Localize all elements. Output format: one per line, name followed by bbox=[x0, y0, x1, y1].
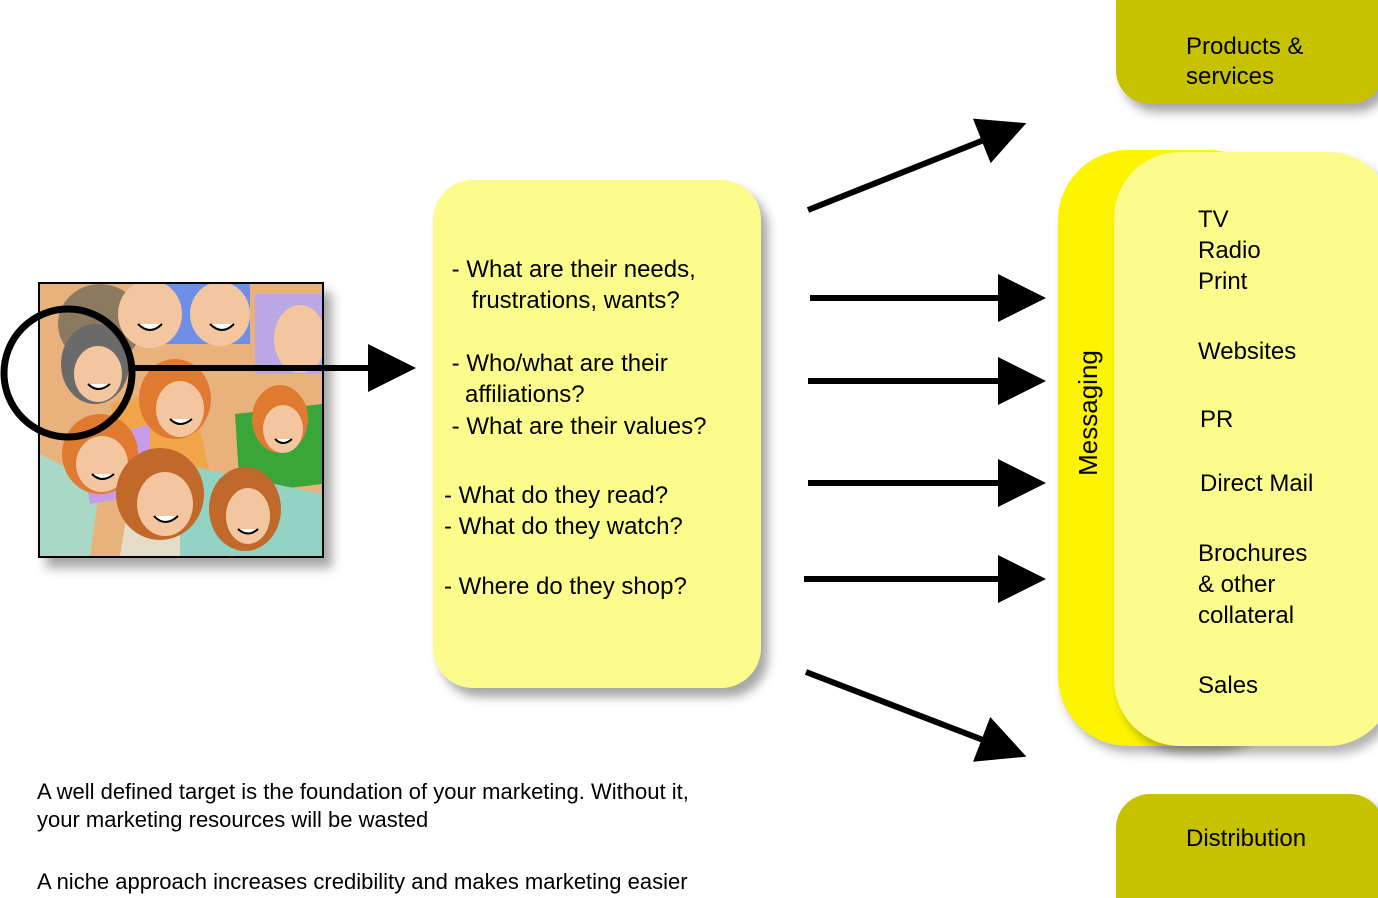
questions-box: - What are their needs, frustrations, wa… bbox=[433, 180, 761, 688]
question-values: - What are their values? bbox=[445, 413, 707, 440]
question-affiliations: - Who/what are their affiliations? bbox=[451, 350, 668, 408]
messaging-channels-panel: TV Radio Print Websites PR Direct Mail B… bbox=[1114, 152, 1378, 746]
foundation-paragraph: A well defined target is the foundation … bbox=[37, 779, 689, 832]
channel-websites: Websites bbox=[1198, 338, 1297, 365]
question-needs: - What are their needs, frustrations, wa… bbox=[451, 256, 696, 314]
distribution-label: Distribution bbox=[1186, 825, 1307, 852]
highlight-circle-icon bbox=[0, 305, 136, 441]
channel-sales: Sales bbox=[1198, 672, 1259, 699]
channel-direct-mail: Direct Mail bbox=[1200, 470, 1314, 497]
niche-paragraph: A niche approach increases credibility a… bbox=[37, 869, 688, 894]
products-services-box: Products & services bbox=[1116, 0, 1378, 104]
distribution-box: Distribution bbox=[1116, 794, 1378, 898]
arrow-to-products bbox=[806, 118, 1027, 213]
products-services-label: Products & services bbox=[1186, 33, 1304, 90]
question-shop: - Where do they shop? bbox=[444, 573, 687, 600]
question-read: - What do they read? bbox=[444, 482, 669, 509]
question-watch: - What do they watch? bbox=[444, 513, 683, 540]
channel-pr: PR bbox=[1200, 406, 1234, 433]
arrow-to-distribution bbox=[804, 669, 1027, 762]
channel-brochures: Brochures & other collateral bbox=[1198, 540, 1308, 629]
channel-tv-radio-print: TV Radio Print bbox=[1198, 206, 1261, 295]
